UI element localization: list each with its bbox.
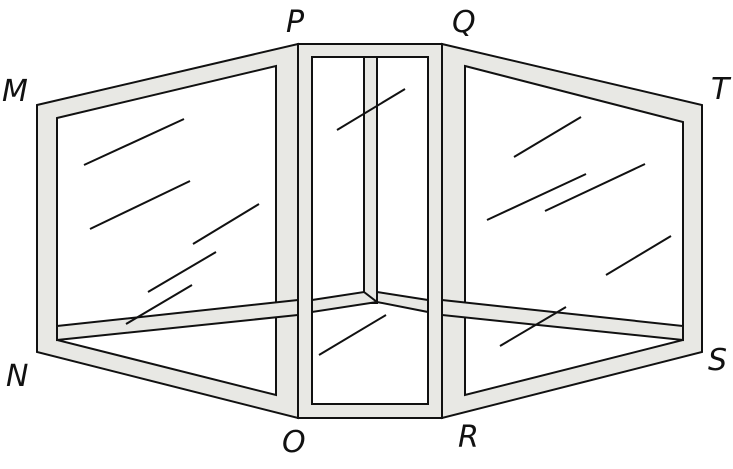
- vertex-label-o: O: [282, 425, 306, 460]
- left-panel-glass: [56, 64, 277, 397]
- middle-floor-bar-right: [376, 290, 429, 314]
- left-panel: [36, 42, 299, 420]
- left-glare-5: [125, 284, 193, 325]
- vertex-labels: M N O P Q R S T: [2, 5, 732, 460]
- left-glare-2: [89, 180, 191, 230]
- vertex-label-p: P: [286, 5, 305, 40]
- middle-corner-post: [363, 56, 378, 304]
- left-glare-3: [192, 203, 260, 245]
- vertex-label-r: R: [458, 420, 479, 455]
- left-glare-1: [83, 118, 185, 166]
- vertex-label-m: M: [2, 74, 28, 109]
- middle-glare-1: [336, 88, 406, 131]
- right-glare-1: [513, 116, 582, 158]
- vertex-label-t: T: [711, 72, 732, 107]
- left-glare-4: [147, 251, 217, 293]
- middle-glare-2: [318, 314, 387, 356]
- right-panel-glass: [464, 64, 684, 397]
- vertex-label-s: S: [708, 343, 727, 378]
- middle-panel: [297, 43, 443, 419]
- right-panel: [441, 42, 703, 420]
- right-glare-4: [605, 235, 672, 276]
- vertex-label-q: Q: [452, 5, 476, 40]
- right-glare-5: [499, 306, 567, 347]
- right-glare-3: [544, 163, 646, 212]
- right-glare-2: [486, 173, 587, 221]
- vertex-label-n: N: [6, 359, 28, 394]
- right-panel-floor-bar: [441, 298, 684, 342]
